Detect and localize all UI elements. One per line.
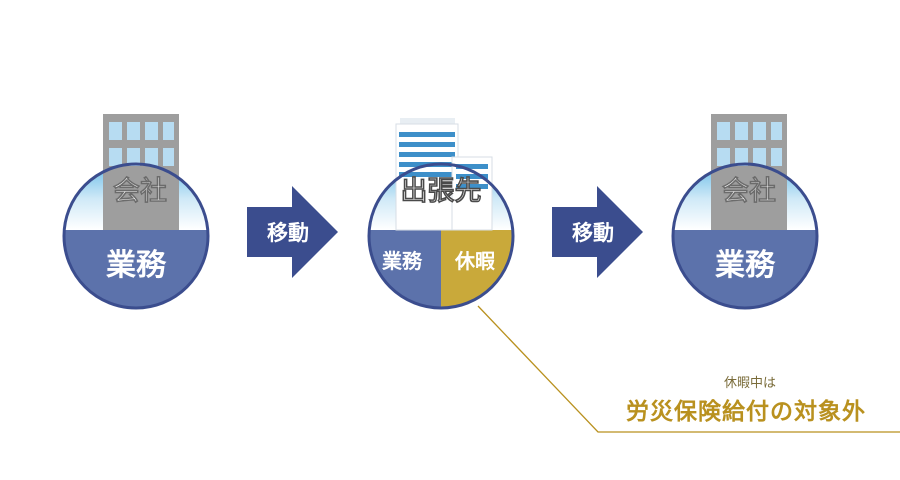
center-node: 出張先 業務 休暇	[367, 118, 515, 310]
left-node: 会社 業務	[62, 114, 210, 310]
center-place-label: 出張先	[401, 176, 482, 207]
move-arrow-left-label: 移動	[267, 221, 309, 245]
center-vacation-label: 休暇	[454, 249, 495, 273]
center-work-label: 業務	[382, 249, 423, 273]
left-activity-label: 業務	[106, 248, 167, 283]
left-circle-outline	[62, 162, 210, 310]
note-headline: 労災保険給付の対象外	[626, 399, 866, 425]
right-activity-label: 業務	[715, 248, 776, 283]
office-building-icon	[711, 114, 787, 230]
left-place-label: 会社	[113, 175, 167, 207]
right-circle-outline	[671, 162, 819, 310]
move-arrow-right-label: 移動	[572, 221, 614, 245]
move-arrow-right: 移動	[552, 186, 643, 278]
callout-line	[477, 305, 900, 433]
right-node: 会社 業務	[671, 114, 819, 310]
right-place-label: 会社	[722, 175, 776, 207]
city-buildings-icon	[395, 118, 493, 231]
note-caption: 休暇中は	[723, 376, 776, 391]
move-arrow-left: 移動	[247, 186, 338, 278]
center-circle-outline	[367, 162, 515, 310]
